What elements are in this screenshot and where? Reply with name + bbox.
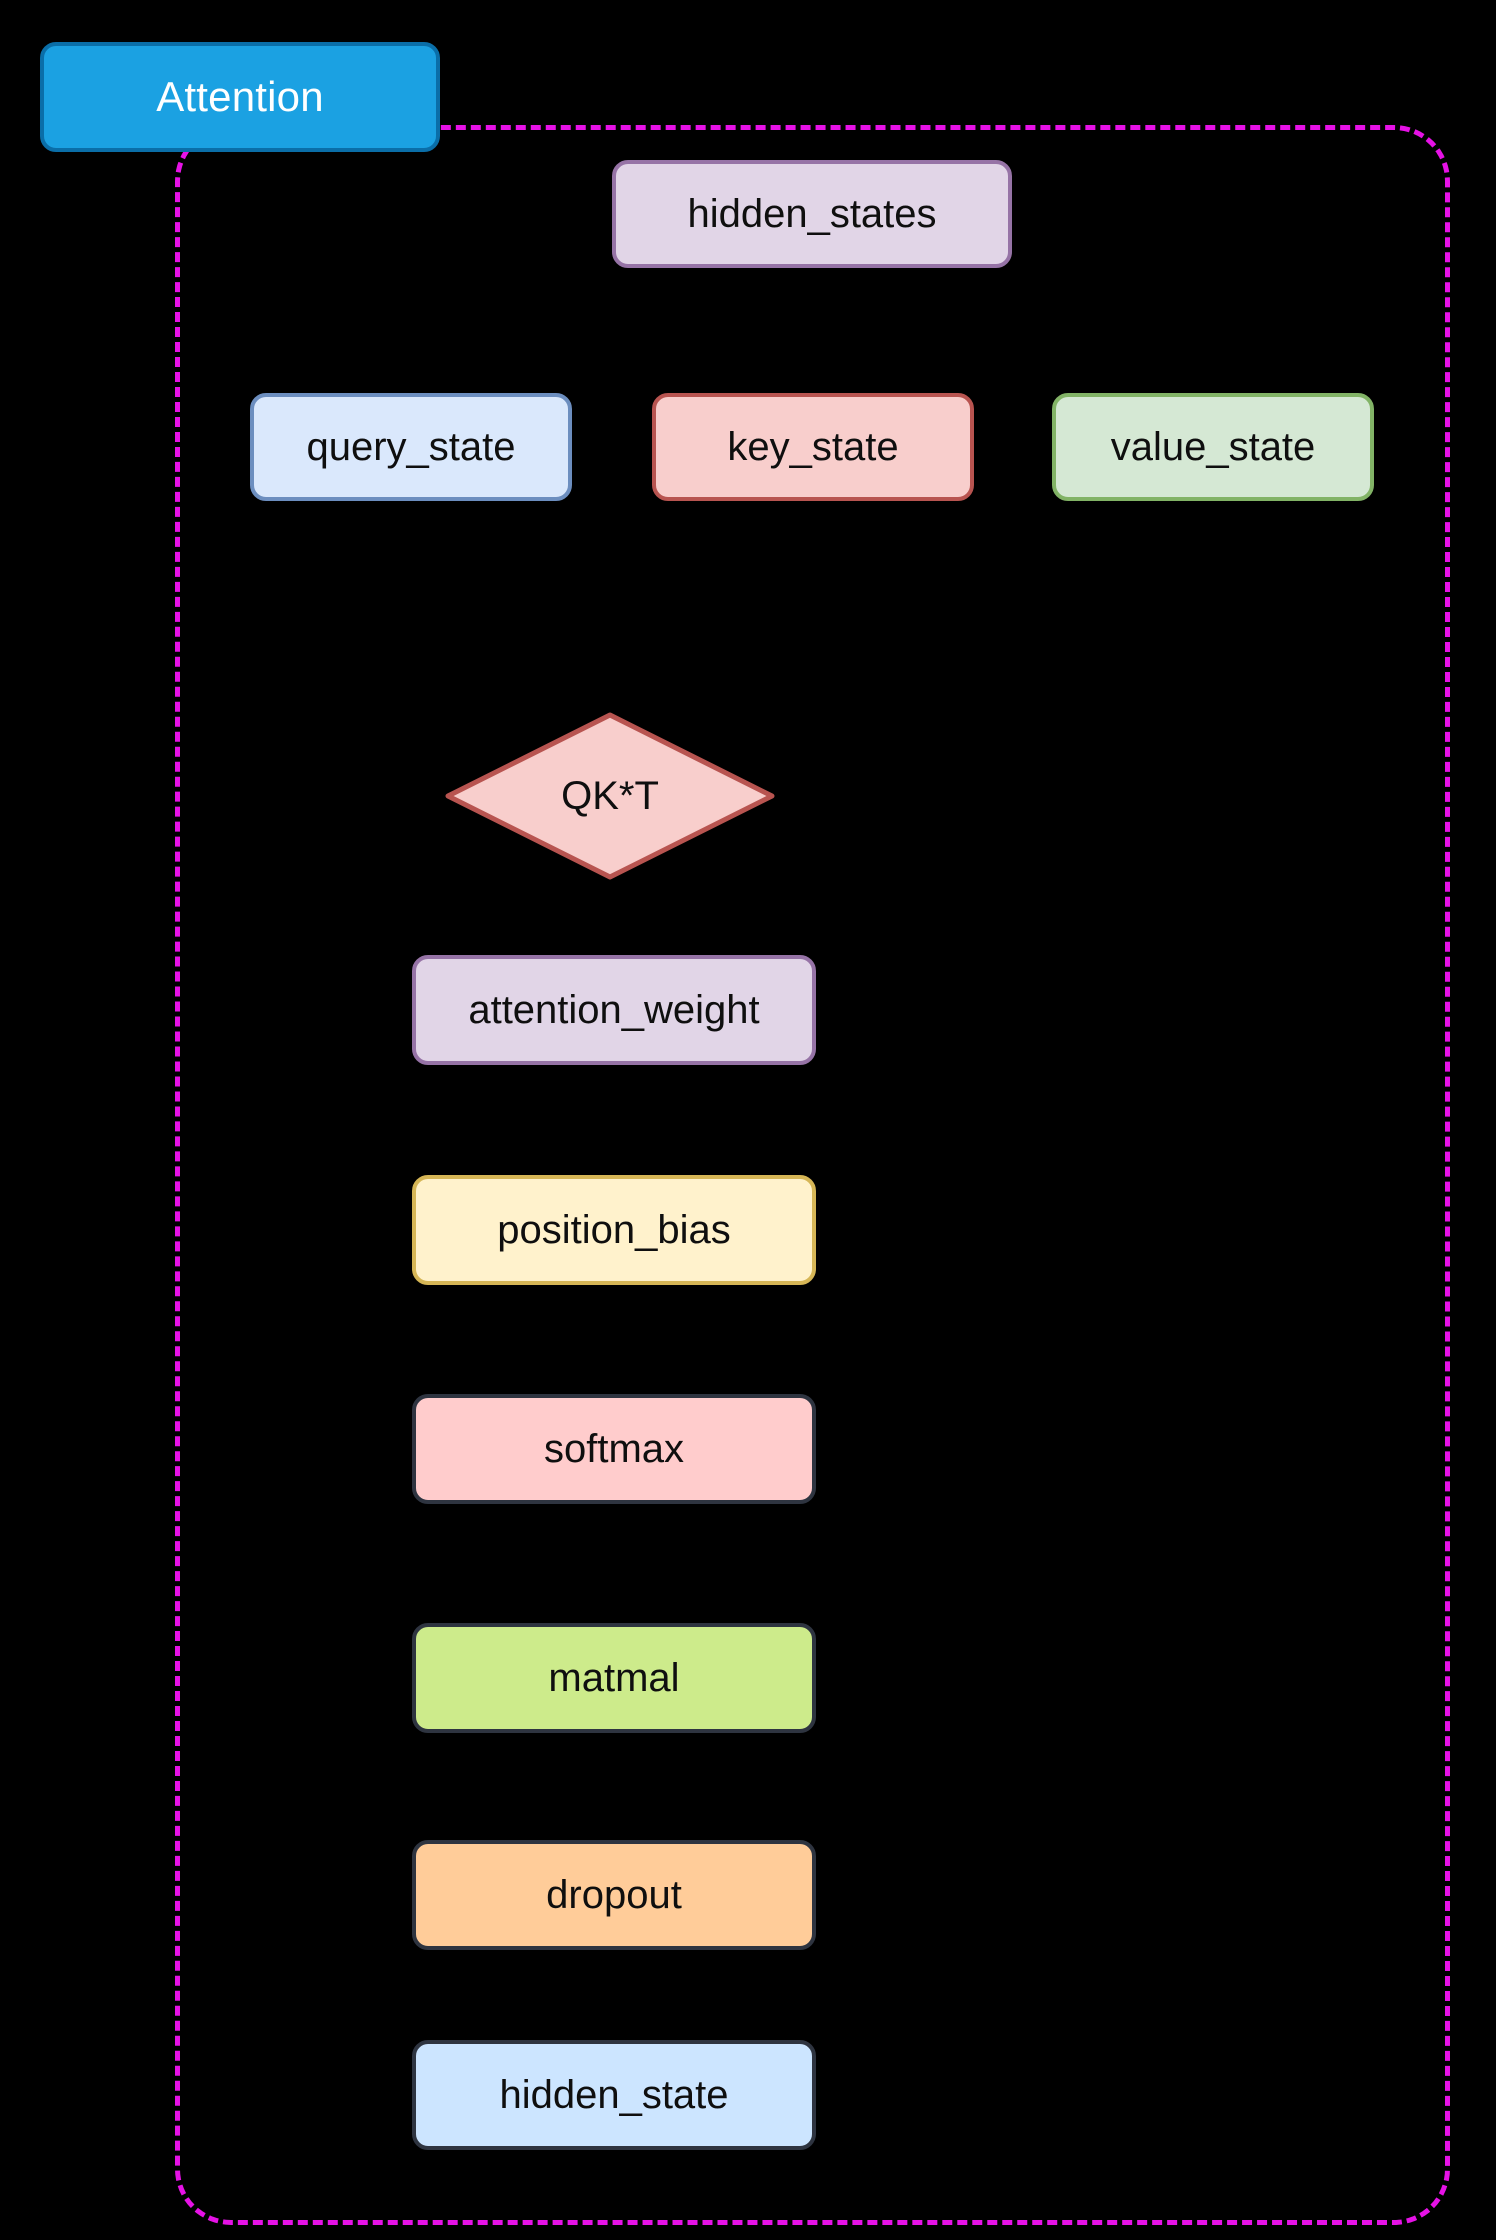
node-label: hidden_state <box>499 2073 729 2117</box>
node-dropout[interactable]: dropout <box>412 1840 816 1950</box>
node-label: matmal <box>548 1656 680 1700</box>
node-label: QK*T <box>561 773 659 818</box>
node-key-state[interactable]: key_state <box>652 393 974 501</box>
node-label: key_state <box>727 425 899 469</box>
node-label: hidden_states <box>687 192 937 236</box>
subgraph-title-attention[interactable]: Attention <box>40 42 440 152</box>
node-label: query_state <box>306 425 516 469</box>
node-value-state[interactable]: value_state <box>1052 393 1374 501</box>
subgraph-title-label: Attention <box>156 73 324 120</box>
diamond-shape-icon <box>445 712 775 880</box>
node-label: attention_weight <box>468 988 760 1032</box>
subgraph-boundary-attention <box>175 125 1450 2225</box>
node-matmal[interactable]: matmal <box>412 1623 816 1733</box>
node-hidden-states[interactable]: hidden_states <box>612 160 1012 268</box>
node-softmax[interactable]: softmax <box>412 1394 816 1504</box>
node-qkt-diamond[interactable]: QK*T <box>445 712 775 880</box>
node-attention-weight[interactable]: attention_weight <box>412 955 816 1065</box>
node-query-state[interactable]: query_state <box>250 393 572 501</box>
node-label: position_bias <box>497 1208 731 1252</box>
node-position-bias[interactable]: position_bias <box>412 1175 816 1285</box>
node-label: dropout <box>546 1873 682 1917</box>
node-label: softmax <box>543 1427 685 1471</box>
node-label: value_state <box>1110 425 1316 469</box>
node-hidden-state[interactable]: hidden_state <box>412 2040 816 2150</box>
